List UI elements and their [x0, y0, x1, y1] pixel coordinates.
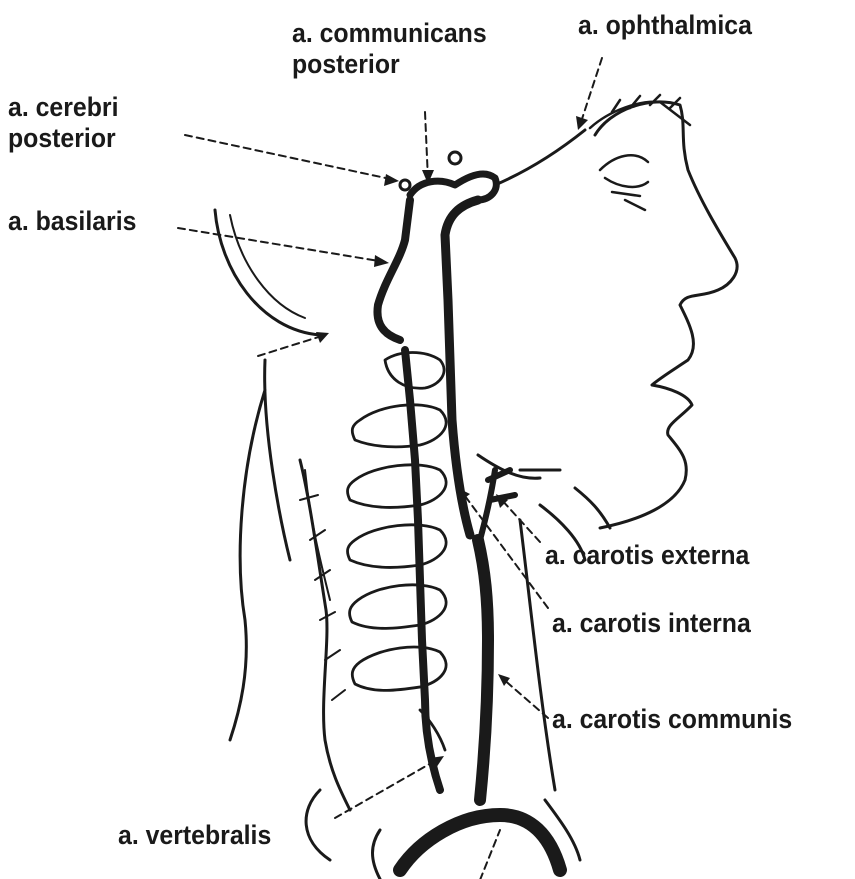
cervical-vertebrae	[348, 353, 447, 751]
shoulder-lines	[306, 790, 380, 879]
external-carotid-artery	[480, 470, 515, 540]
label-cerebri-posterior: a. cerebri posterior	[8, 92, 118, 154]
ophthalmic-artery	[495, 130, 585, 185]
basilar-artery	[377, 200, 410, 340]
label-carotis-externa: a. carotis externa	[545, 540, 749, 571]
throat	[478, 455, 560, 478]
label-communicans-posterior-line2: posterior	[292, 49, 487, 80]
label-carotis-interna: a. carotis interna	[552, 608, 751, 639]
neck-back-outer	[300, 460, 350, 810]
label-cerebri-posterior-line1: a. cerebri	[8, 92, 118, 123]
eye	[600, 155, 648, 210]
aortic-arch	[400, 815, 560, 870]
label-ophthalmica: a. ophthalmica	[578, 10, 752, 41]
label-communicans-posterior-line1: a. communicans	[292, 18, 487, 49]
skull-inner	[230, 215, 305, 318]
label-vertebralis: a. vertebralis	[118, 820, 271, 851]
label-communicans-posterior: a. communicans posterior	[292, 18, 487, 80]
circle-of-willis	[410, 174, 496, 200]
common-carotid-artery	[478, 540, 488, 800]
neck-front	[520, 520, 580, 860]
vertebral-artery	[405, 350, 440, 790]
neck-back	[230, 360, 290, 740]
skull-outline	[215, 210, 320, 335]
label-cerebri-posterior-line2: posterior	[8, 123, 118, 154]
label-carotis-communis: a. carotis communis	[552, 704, 792, 735]
label-basilaris: a. basilaris	[8, 206, 136, 237]
face-profile	[595, 102, 737, 528]
internal-carotid-artery	[445, 200, 478, 535]
